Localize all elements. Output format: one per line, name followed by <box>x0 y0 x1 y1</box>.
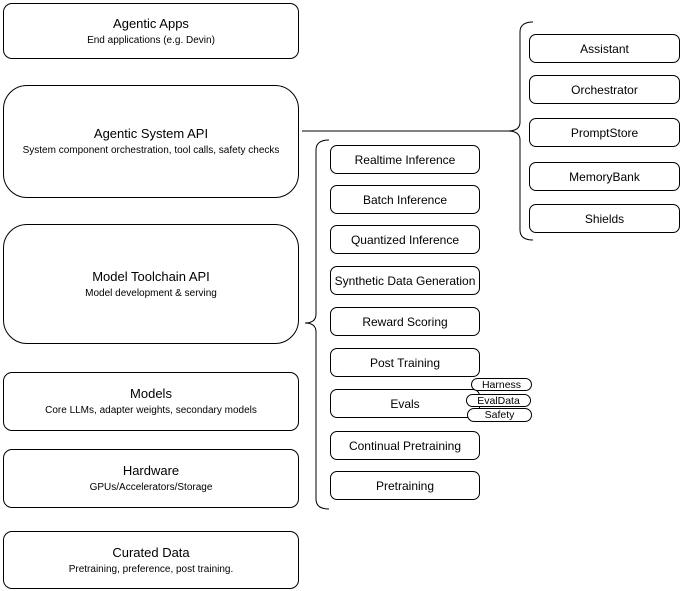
toolchain-item-realtime-inference: Realtime Inference <box>330 145 480 174</box>
layer-subtitle: Pretraining, preference, post training. <box>68 563 234 575</box>
layer-subtitle: End applications (e.g. Devin) <box>87 34 215 46</box>
toolchain-item-pretraining: Pretraining <box>330 471 480 500</box>
layer-box-agentic-apps: Agentic Apps End applications (e.g. Devi… <box>3 3 299 59</box>
evals-tag-harness: Harness <box>471 378 532 391</box>
toolchain-item-synthetic-data-generation: Synthetic Data Generation <box>330 266 480 295</box>
system-group-curly-brace <box>507 21 534 241</box>
layer-box-agentic-system-api: Agentic System API System component orch… <box>3 85 299 198</box>
layer-subtitle: Core LLMs, adapter weights, secondary mo… <box>45 405 257 416</box>
layer-subtitle: GPUs/Accelerators/Storage <box>89 482 213 493</box>
system-component-assistant: Assistant <box>529 34 680 63</box>
layer-title: Curated Data <box>112 544 190 560</box>
layer-title: Models <box>130 386 172 401</box>
layer-subtitle: System component orchestration, tool cal… <box>22 145 280 156</box>
layer-title: Hardware <box>122 463 180 478</box>
layer-box-models: Models Core LLMs, adapter weights, secon… <box>3 372 299 431</box>
layer-box-hardware: Hardware GPUs/Accelerators/Storage <box>3 449 299 508</box>
toolchain-item-quantized-inference: Quantized Inference <box>330 225 480 254</box>
system-component-orchestrator: Orchestrator <box>529 75 680 104</box>
evals-tag-evaldata: EvalData <box>466 394 531 407</box>
toolchain-item-batch-inference: Batch Inference <box>330 185 480 214</box>
layer-title: Agentic Apps <box>113 15 189 31</box>
layer-box-curated-data: Curated Data Pretraining, preference, po… <box>3 531 299 589</box>
layer-subtitle: Model development & serving <box>85 287 217 299</box>
layer-box-model-toolchain-api: Model Toolchain API Model development & … <box>3 224 299 344</box>
toolchain-item-post-training: Post Training <box>330 348 480 377</box>
layer-title: Model Toolchain API <box>92 268 210 284</box>
evals-tag-safety: Safety <box>467 408 532 422</box>
system-component-promptstore: PromptStore <box>529 118 680 147</box>
system-component-shields: Shields <box>529 204 680 233</box>
layer-title: Agentic System API <box>93 126 209 141</box>
toolchain-item-reward-scoring: Reward Scoring <box>330 307 480 336</box>
system-component-memorybank: MemoryBank <box>529 162 680 191</box>
toolchain-item-evals: Evals <box>330 389 480 418</box>
toolchain-item-continual-pretraining: Continual Pretraining <box>330 431 480 460</box>
toolchain-group-curly-brace <box>304 139 330 510</box>
